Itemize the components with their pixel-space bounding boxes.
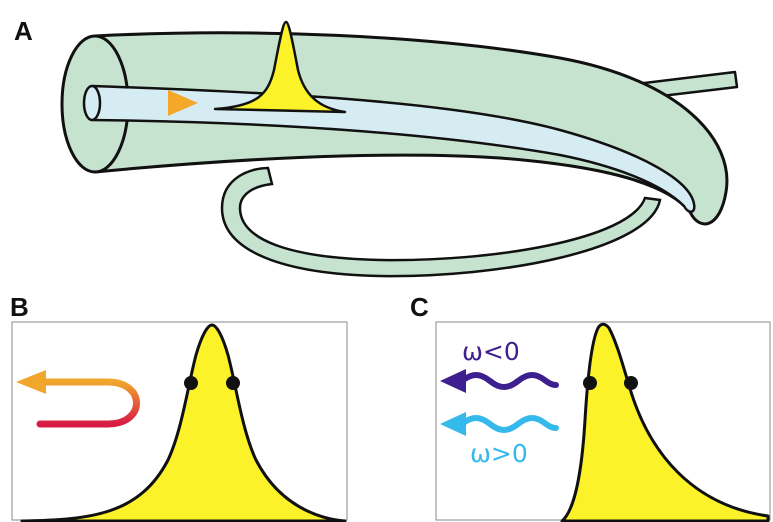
panel-b-pulse [20, 323, 347, 522]
panel-b: B [10, 292, 348, 522]
panel-a: A [14, 16, 739, 278]
input-arrow-icon [36, 90, 198, 116]
panel-b-label: B [10, 292, 29, 322]
panel-c-pulse [560, 322, 770, 522]
panel-a-label: A [14, 16, 33, 46]
wave-negative-icon [440, 369, 559, 393]
panel-c-label: C [410, 292, 429, 322]
fiber-pulse [213, 20, 347, 114]
reflection-arrow-icon [16, 370, 140, 428]
fiber-core [90, 84, 696, 213]
panel-c-marker-left [583, 376, 597, 390]
panel-b-marker-right [226, 376, 240, 390]
panel-c: C ω<0 ω>0 [410, 292, 771, 522]
omega-negative-label: ω<0 [462, 337, 520, 366]
panel-c-marker-right [624, 376, 638, 390]
wave-positive-icon [440, 412, 559, 436]
fiber-loop [220, 166, 662, 278]
panel-b-marker-left [184, 376, 198, 390]
omega-positive-label: ω>0 [470, 439, 528, 468]
